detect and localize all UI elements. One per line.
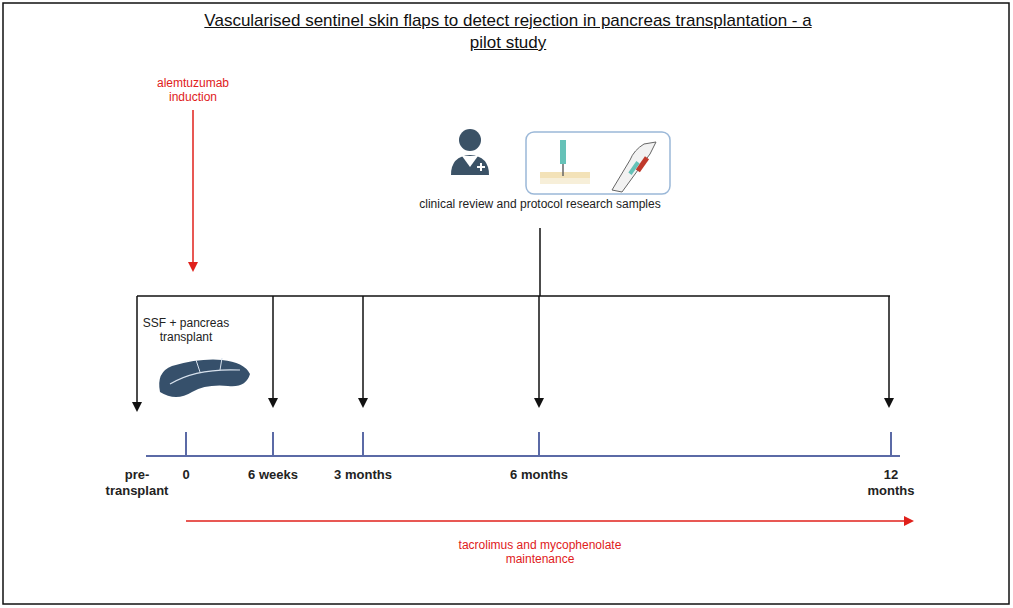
- visit-arrow: [888, 296, 890, 406]
- induction-arrow: [192, 110, 194, 270]
- time-label: 3 months: [334, 467, 392, 483]
- pancreas-illustration: [159, 358, 250, 397]
- time-label: 0: [171, 467, 201, 483]
- maintenance-arrow: [186, 520, 912, 522]
- visit-arrow: [136, 296, 138, 410]
- visit-arrow: [538, 296, 540, 406]
- timeline-axis: [146, 455, 900, 457]
- time-label: 6 months: [510, 467, 568, 483]
- biopsy-needle-icon: [540, 140, 590, 184]
- timeline-tick: [185, 432, 187, 456]
- review-note: clinical review and protocol research sa…: [415, 197, 665, 211]
- review-stem: [539, 228, 541, 296]
- time-label: pre-transplant: [101, 467, 173, 498]
- time-label: 12 months: [860, 467, 922, 498]
- timeline-tick: [362, 432, 364, 456]
- timeline-tick: [272, 432, 274, 456]
- visit-arrow: [272, 296, 274, 406]
- drug-note: alemtuzumab induction: [145, 76, 241, 105]
- time-label: 6 weeks: [247, 467, 299, 483]
- frame: [3, 3, 1009, 604]
- timeline-tick: [890, 432, 892, 456]
- diagram-title: Vascularised sentinel skin flaps to dete…: [188, 10, 828, 54]
- timeline-tick: [538, 432, 540, 456]
- doctor-icon: [451, 129, 489, 175]
- sample-box: [526, 132, 670, 194]
- blood-sample-icon: [612, 142, 656, 192]
- event-note: SSF + pancreas transplant: [136, 316, 236, 345]
- review-bar: [137, 295, 890, 297]
- visit-arrow: [362, 296, 364, 406]
- drug-note: tacrolimus and mycophenolate maintenance: [435, 538, 645, 567]
